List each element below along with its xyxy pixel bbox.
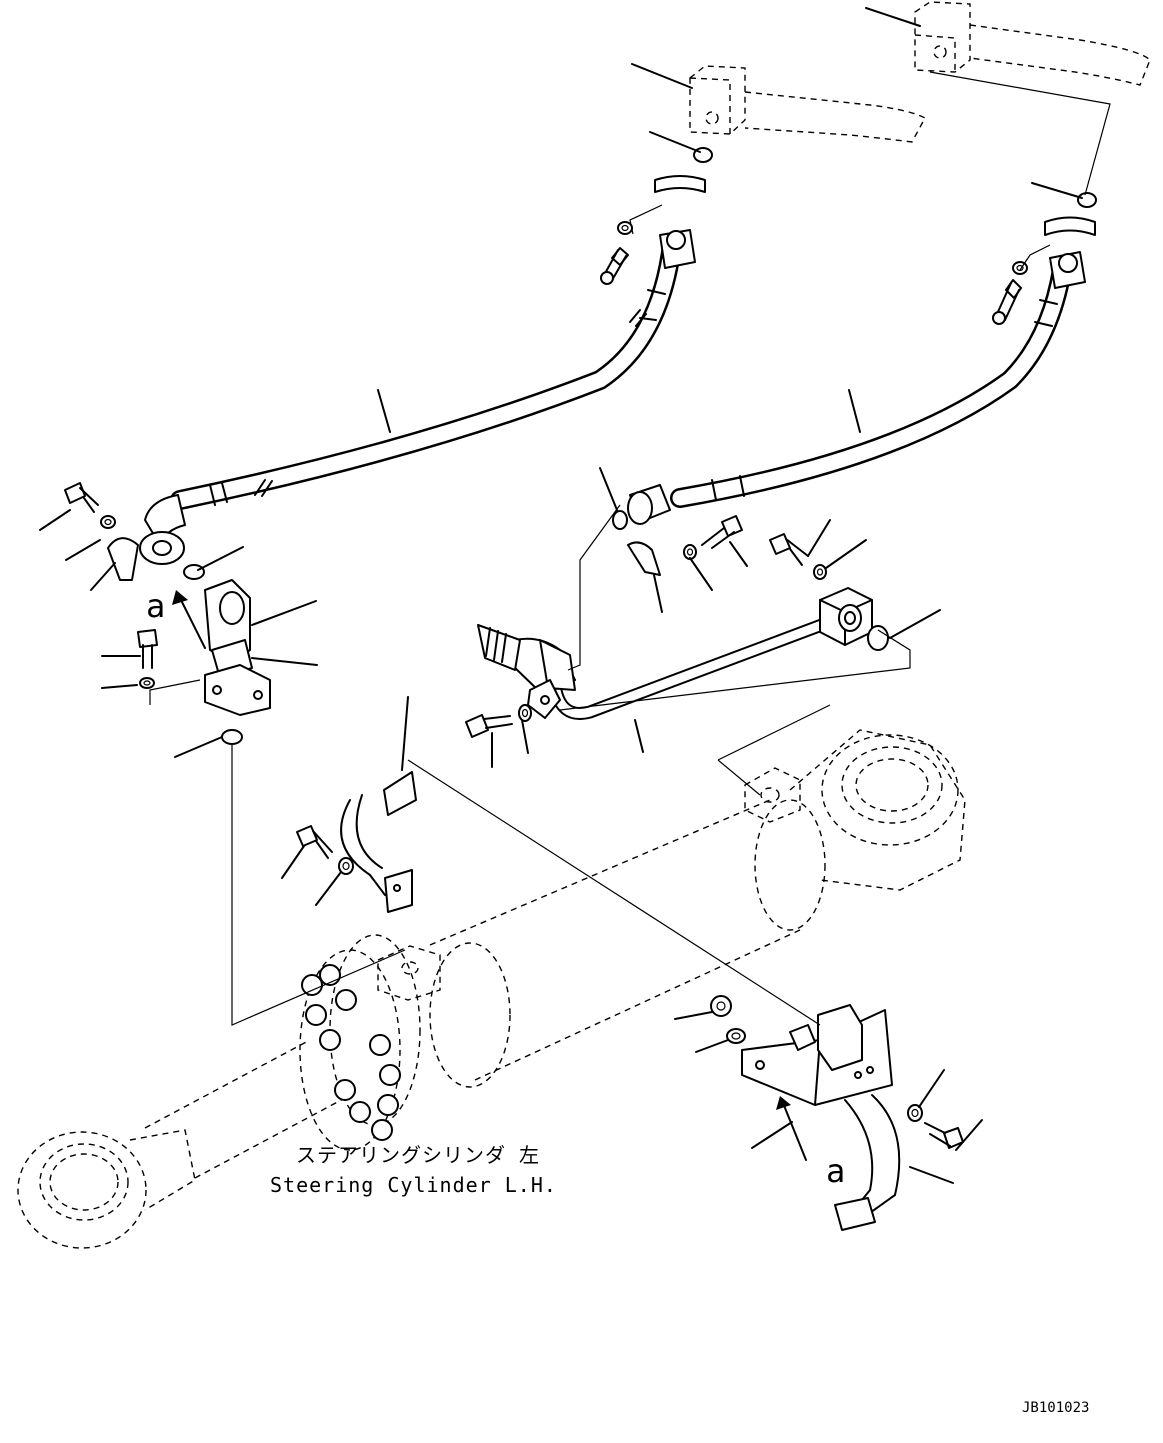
view-arrow-bottom: [776, 1096, 807, 1161]
valve-block-right: [914, 1, 1151, 86]
elbow-fitting: [204, 579, 271, 716]
clamp-band-upper: [340, 771, 417, 913]
steel-tube: [477, 587, 873, 720]
view-marker-a-top: a: [146, 587, 165, 625]
view-arrow-top: [172, 590, 206, 649]
caption-english: Steering Cylinder L.H.: [270, 1173, 557, 1197]
half-clamps: [107, 175, 1096, 581]
caption-japanese: ステアリングシリンダ 左: [296, 1143, 540, 1167]
steering-cylinder: [17, 704, 966, 1249]
leader-lines: [39, 7, 1111, 1184]
clamp-bracket-lower: [741, 1004, 901, 1231]
hose-right: [627, 251, 1086, 525]
drawing-code: JB101023: [1022, 1400, 1089, 1416]
hose-left: [139, 229, 696, 565]
washers: [100, 221, 1028, 1122]
bolts: [64, 247, 1022, 1149]
o-rings: [183, 147, 1097, 745]
valve-block-center: [689, 65, 926, 143]
view-marker-a-bottom: a: [826, 1152, 845, 1190]
